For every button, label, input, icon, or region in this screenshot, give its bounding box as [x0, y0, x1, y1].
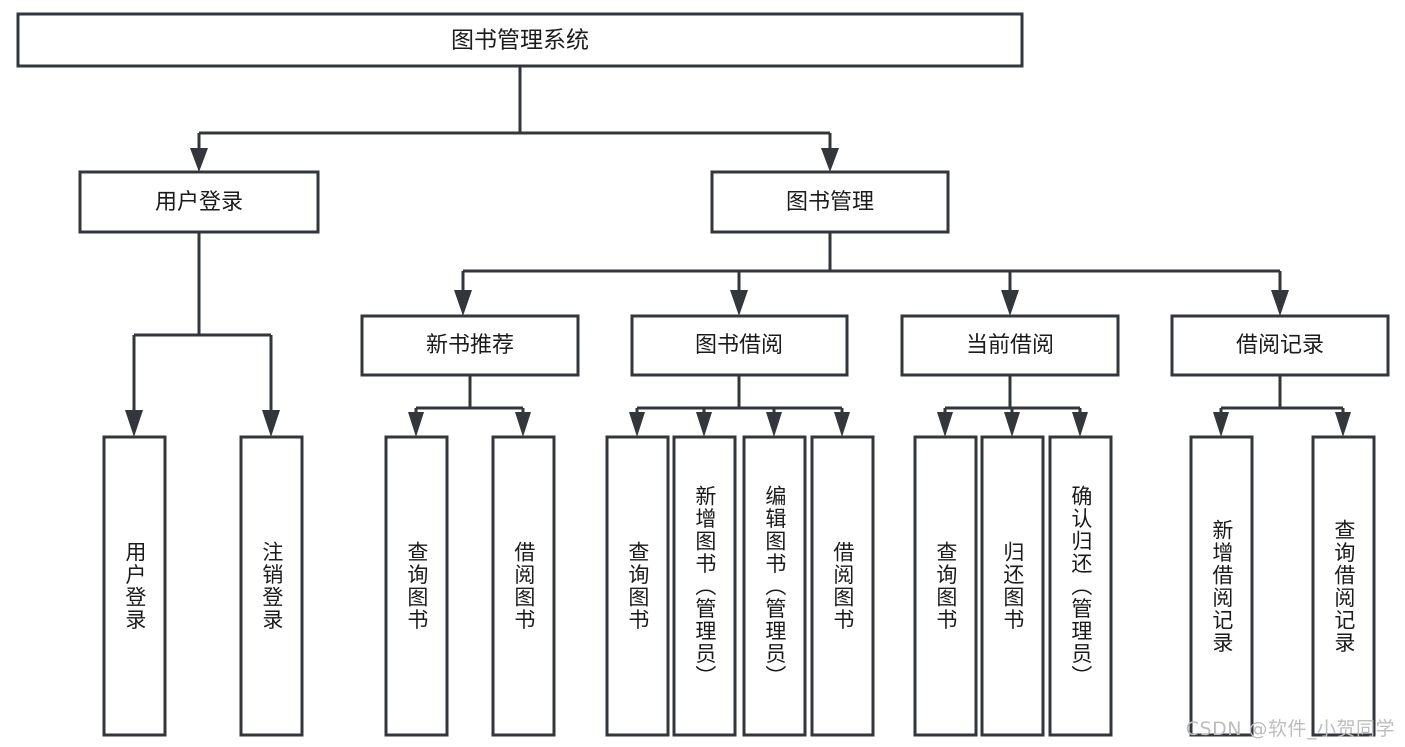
node-book-manage-label: 图书管理	[786, 190, 874, 215]
node-current-borrow-box[interactable]	[900, 314, 1120, 377]
arrow-to-book-manage	[821, 148, 839, 172]
node-leaf-query-book-1-box[interactable]	[384, 435, 449, 737]
node-leaf-query-book-3-box[interactable]	[913, 435, 978, 737]
arrow-to-leaf-query-record	[1335, 412, 1351, 437]
node-book-borrow-box[interactable]	[630, 314, 849, 377]
node-layer: 图书管理系统 用户登录 图书管理 新书推荐 图书借阅 当前借阅 借阅记录	[16, 12, 1390, 737]
node-leaf-borrow-book-1-box[interactable]	[491, 435, 556, 737]
node-user-login-label: 用户登录	[155, 190, 243, 215]
arrow-to-leaf-query-book-1	[408, 412, 424, 437]
node-root-label: 图书管理系统	[451, 28, 589, 54]
node-leaf-edit-book-box[interactable]	[742, 435, 807, 737]
arrow-to-leaf-borrow-book-1	[515, 412, 531, 437]
node-book-borrow-label: 图书借阅	[695, 333, 783, 358]
node-leaf-logout-login-box[interactable]	[239, 435, 304, 737]
arrow-to-leaf-return-book	[1004, 412, 1020, 437]
arrow-to-leaf-user-login	[125, 410, 143, 437]
arrow-to-leaf-add-record	[1213, 412, 1229, 437]
node-leaf-borrow-book-2-box[interactable]	[810, 435, 875, 737]
arrow-to-current-borrow	[1001, 290, 1019, 316]
arrow-to-leaf-borrow-book-2	[834, 412, 850, 437]
node-leaf-return-book-box[interactable]	[980, 435, 1045, 737]
arrow-to-leaf-add-book	[696, 412, 712, 437]
node-leaf-query-record-box[interactable]	[1311, 435, 1376, 737]
connector-layer	[125, 66, 1351, 437]
node-leaf-confirm-return-box[interactable]	[1048, 435, 1113, 737]
node-leaf-user-login-box[interactable]	[102, 435, 167, 737]
node-borrow-record-box[interactable]	[1170, 314, 1390, 377]
node-book-manage-box[interactable]	[710, 170, 950, 234]
node-current-borrow-label: 当前借阅	[966, 333, 1054, 358]
arrow-to-leaf-query-book-2	[629, 412, 645, 437]
arrow-to-leaf-query-book-3	[937, 412, 953, 437]
node-root-box[interactable]	[16, 12, 1024, 68]
node-leaf-add-record-box[interactable]	[1189, 435, 1254, 737]
node-borrow-record-label: 借阅记录	[1236, 333, 1324, 358]
node-leaf-query-book-2-box[interactable]	[605, 435, 670, 737]
arrow-to-user-login	[190, 148, 208, 172]
node-user-login-box[interactable]	[78, 170, 320, 234]
node-leaf-add-book-box[interactable]	[672, 435, 737, 737]
arrow-to-leaf-logout-login	[262, 410, 280, 437]
arrow-to-book-borrow	[730, 290, 748, 316]
arrow-to-leaf-confirm-return	[1072, 412, 1088, 437]
arrow-to-new-book-recommend	[454, 290, 472, 316]
csdn-watermark: CSDN @软件_小贺同学	[1185, 718, 1395, 740]
node-new-book-recommend-label: 新书推荐	[426, 333, 514, 358]
arrow-to-leaf-edit-book	[766, 412, 782, 437]
arrow-to-borrow-record	[1271, 290, 1289, 316]
node-new-book-recommend-box[interactable]	[360, 314, 580, 377]
